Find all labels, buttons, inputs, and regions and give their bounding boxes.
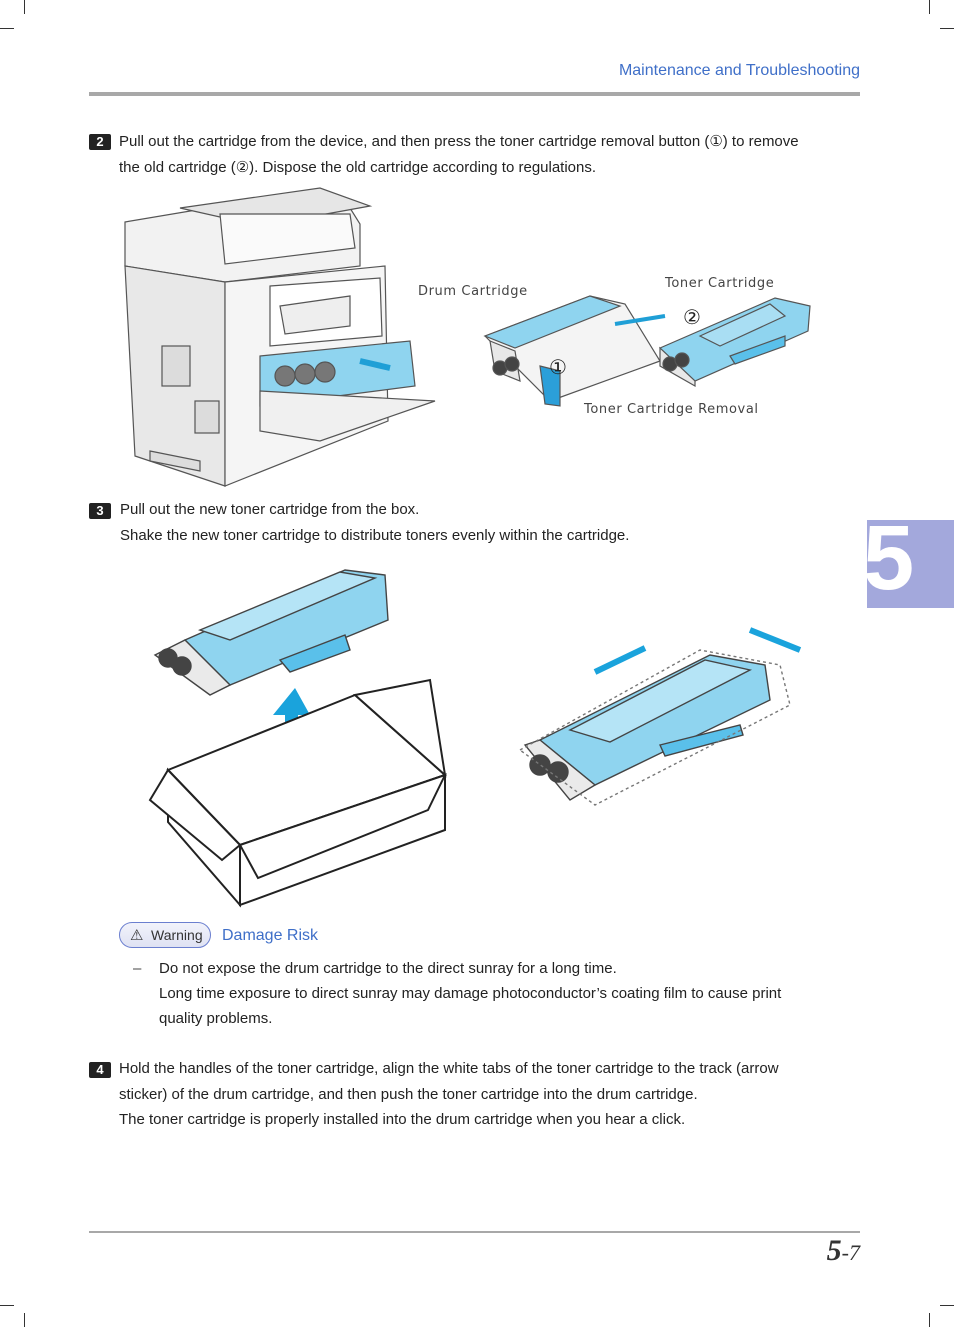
header-title: Maintenance and Troubleshooting (618, 62, 860, 79)
step-line: Hold the handles of the toner cartridge,… (119, 1060, 779, 1077)
step-line: Pull out the cartridge from the device, … (119, 133, 799, 150)
box-toner-illustration (153, 569, 389, 696)
warning-text: Do not expose the drum cartridge to the … (159, 956, 849, 1031)
shaking-toner-illustration (518, 649, 791, 806)
shake-arrow-icon (593, 645, 647, 675)
step-line: Pull out the new toner cartridge from th… (120, 501, 420, 518)
page-major: 5 (826, 1234, 842, 1267)
step-line: the old cartridge (②). Dispose the old c… (119, 158, 597, 176)
header-divider (89, 92, 860, 96)
step-text: Pull out the new toner cartridge from th… (120, 497, 860, 548)
step-line: Shake the new toner cartridge to distrib… (120, 526, 630, 544)
warning-badge: ⚠ Warning (119, 922, 211, 948)
warning-badge-label: Warning (151, 927, 203, 943)
toner-cartridge-illustration (658, 297, 811, 388)
drum-cartridge-illustration (483, 295, 666, 407)
crop-mark (0, 1305, 14, 1306)
step-line: sticker) of the drum cartridge, and then… (119, 1085, 698, 1103)
crop-mark (0, 28, 14, 29)
step-number: 4 (89, 1062, 111, 1078)
warning-line: quality problems. (159, 1010, 273, 1027)
toner-unboxing-illustration (148, 569, 802, 908)
open-box-illustration (148, 678, 447, 908)
shake-arrow-icon (748, 627, 802, 653)
chapter-tab: 5 (867, 520, 954, 608)
warning-line: Long time exposure to direct sunray may … (159, 985, 782, 1002)
crop-mark (24, 1313, 25, 1327)
step-line: The toner cartridge is properly installe… (119, 1111, 686, 1128)
page-number: 5-7 (827, 1234, 860, 1268)
step-text: Pull out the cartridge from the device, … (119, 129, 859, 180)
crop-mark (24, 0, 25, 14)
page-minor: -7 (841, 1240, 860, 1265)
removal-button-marker: ① (549, 355, 567, 379)
chapter-number: 5 (867, 520, 915, 608)
crop-mark (929, 1313, 930, 1327)
toner-cartridge-label: Toner Cartridge (664, 276, 774, 291)
crop-mark (940, 1305, 954, 1306)
drum-cartridge-label: Drum Cartridge (418, 284, 528, 299)
warning-triangle-icon: ⚠ (130, 927, 144, 944)
step-number: 3 (89, 503, 111, 519)
toner-removal-label: Toner Cartridge Removal (583, 402, 759, 417)
crop-mark (940, 28, 954, 29)
printer-illustration (124, 187, 436, 487)
warning-title: Damage Risk (222, 927, 319, 944)
crop-mark (929, 0, 930, 14)
warning-line: Do not expose the drum cartridge to the … (159, 960, 617, 977)
list-dash: – (133, 960, 142, 977)
old-cartridge-marker: ② (683, 305, 701, 329)
step-number: 2 (89, 134, 111, 150)
footer-divider (89, 1231, 860, 1233)
cartridge-removal-illustration: Drum Cartridge Toner Cartridge Toner Car… (124, 187, 811, 487)
step-text: Hold the handles of the toner cartridge,… (119, 1056, 859, 1133)
